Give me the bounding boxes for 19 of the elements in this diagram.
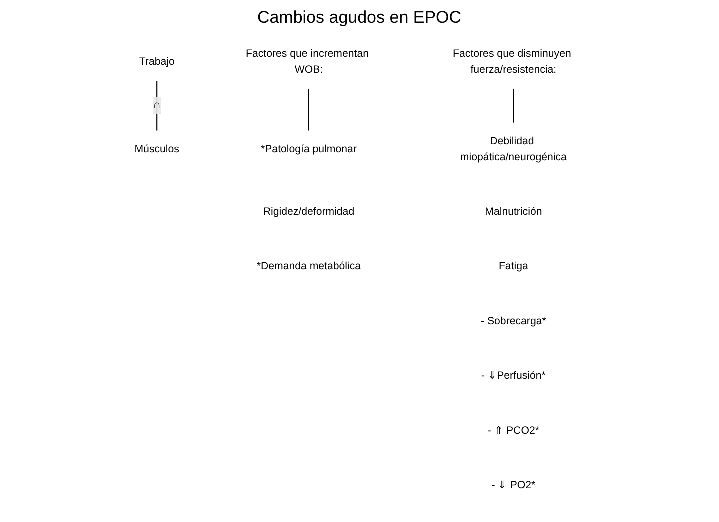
node-text: Trabajo bbox=[139, 56, 175, 68]
node-text: - Sobrecarga* bbox=[481, 315, 546, 328]
node-text: Fatiga bbox=[498, 260, 528, 272]
node-text: Factores que disminuyen fuerza/resistencia: bbox=[453, 48, 572, 76]
node-text: Músculos bbox=[134, 143, 180, 156]
diagram-title: Cambios agudos en EPOC bbox=[256, 8, 463, 28]
node-text: *Demanda metabólica bbox=[256, 260, 362, 272]
node-text: Factores que incrementan WOB: bbox=[246, 48, 370, 76]
node-text: - ⇑ PCO2* bbox=[488, 424, 540, 437]
node-text: Rigidez/deformidad bbox=[263, 206, 355, 218]
node-text: Malnutrición bbox=[485, 206, 542, 218]
node-text: Debilidad miopática/neurogénica bbox=[460, 135, 567, 164]
node-text: - ⇓ PO2* bbox=[492, 479, 536, 492]
connector bbox=[513, 88, 514, 124]
connector bbox=[308, 88, 310, 132]
node-text: *Patología pulmonar bbox=[260, 143, 357, 156]
edge-label: ∩ bbox=[153, 100, 162, 112]
node-text: - ⇓Perfusión* bbox=[481, 370, 546, 382]
connector bbox=[156, 80, 158, 132]
